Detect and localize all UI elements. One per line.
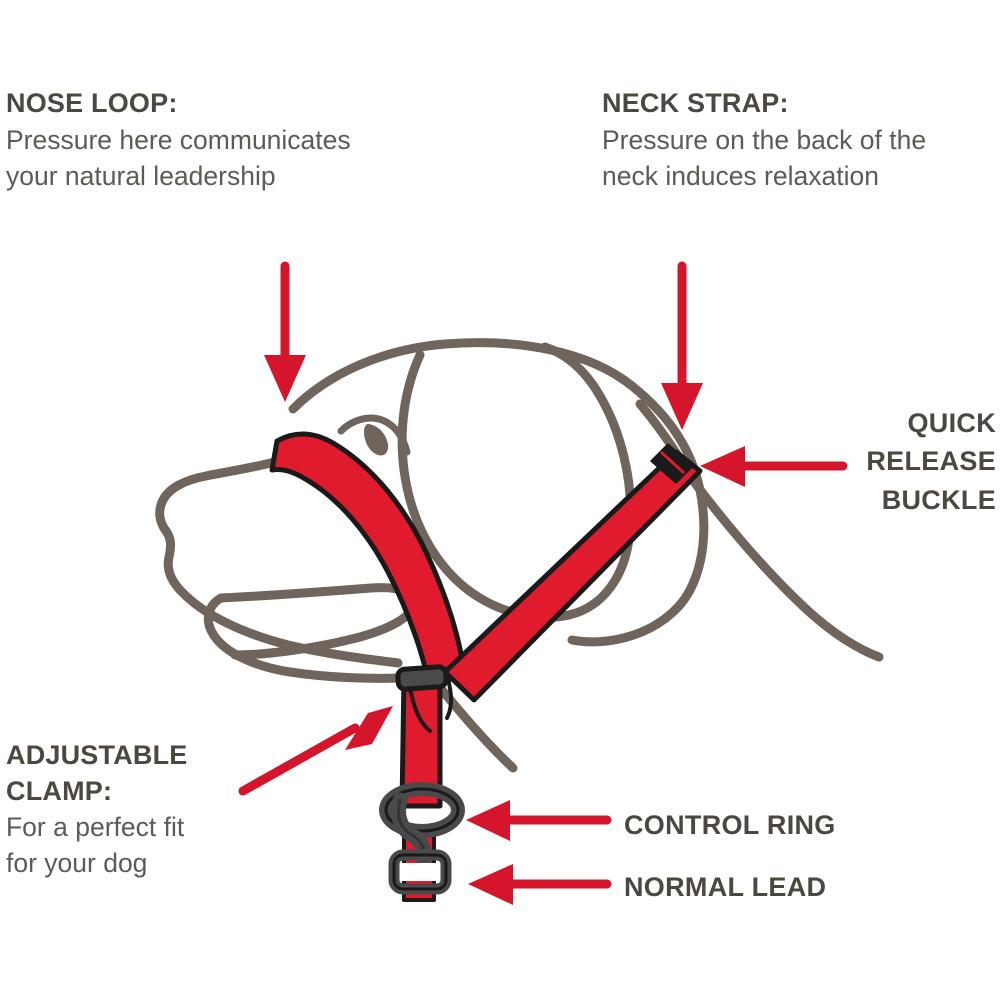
lead-slider-bar: [402, 863, 438, 881]
dog-ear-outline: [397, 342, 636, 622]
label-quick-release-buckle: QUICK RELEASE BUCKLE: [860, 404, 996, 519]
dog-mouth-upper-line: [216, 583, 419, 660]
adjustable-clamp-arrow: [238, 706, 393, 796]
normal-lead-text: NORMAL LEAD: [624, 872, 827, 902]
neck-strap-arrow: [661, 261, 703, 430]
label-normal-lead: NORMAL LEAD: [624, 868, 826, 906]
neck-strap-line-1: Pressure on the back of the: [602, 124, 927, 155]
lead-line: [681, 466, 884, 662]
dog-head-outline: [288, 338, 709, 647]
quick-release-line-1: QUICK: [907, 408, 996, 438]
adjustable-clamp-heading-line-1: ADJUSTABLE: [6, 740, 188, 770]
nose-loop-arrow: [264, 261, 306, 402]
neck-strap-line-2: neck induces relaxation: [602, 160, 879, 191]
nose-loop-line-2: your natural leadership: [6, 160, 276, 191]
red-neck-strap: [442, 449, 703, 703]
label-nose-loop: NOSE LOOP: Pressure here communicates yo…: [6, 86, 351, 194]
annotation-arrows: [238, 261, 848, 905]
dog-head-group: [155, 338, 884, 773]
dog-lower-jaw-line: [203, 593, 405, 683]
clamp-lead-line: [432, 679, 518, 773]
quick-release-buckle-arrow: [700, 446, 848, 487]
control-ring-arrow: [466, 800, 612, 841]
quick-release-buckle-slot: [659, 450, 686, 475]
control-ring-text: CONTROL RING: [624, 810, 836, 840]
neck-strap-heading: NECK STRAP:: [602, 88, 789, 118]
adjustable-clamp-heading-line-2: CLAMP:: [6, 775, 113, 806]
label-adjustable-clamp: ADJUSTABLE CLAMP: For a perfect fit for …: [6, 738, 188, 881]
quick-release-line-3: BUCKLE: [881, 484, 996, 515]
hardware-group: [379, 443, 694, 895]
quick-release-line-2: RELEASE: [866, 446, 996, 477]
control-ring-outline: [384, 787, 460, 833]
dog-eye-pupil: [364, 423, 389, 456]
label-control-ring: CONTROL RING: [624, 806, 836, 844]
adjustable-clamp-line-1: For a perfect fit: [6, 812, 185, 843]
dog-eye-outline: [337, 414, 411, 456]
lead-slider-buckle-outline: [392, 853, 448, 891]
red-strap-fold-2: [445, 681, 454, 720]
normal-lead-arrow: [468, 864, 612, 905]
nose-loop-heading: NOSE LOOP:: [6, 88, 178, 118]
nose-loop-line-1: Pressure here communicates: [6, 124, 351, 155]
adjustable-clamp: [395, 664, 449, 692]
red-strap-fold: [408, 686, 432, 733]
adjustable-clamp-line-2: for your dog: [6, 848, 148, 879]
dog-muzzle-outline: [155, 450, 403, 668]
label-neck-strap: NECK STRAP: Pressure on the back of the …: [602, 86, 926, 194]
